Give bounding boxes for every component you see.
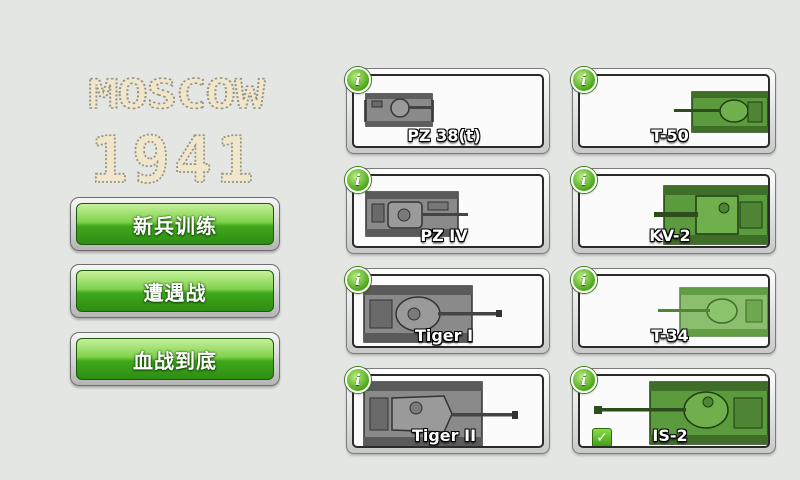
menu-button-survival[interactable]: 血战到底	[70, 332, 280, 386]
is2-tank-icon	[584, 378, 768, 446]
info-icon[interactable]: i	[345, 267, 371, 293]
tank-card-pz4[interactable]: PZ IV	[346, 168, 550, 254]
menu-button-skirmish[interactable]: 遭遇战	[70, 264, 280, 318]
tank-name: PZ IV	[420, 226, 468, 245]
tank-card-tiger2[interactable]: Tiger II	[346, 368, 550, 454]
info-icon[interactable]: i	[571, 367, 597, 393]
info-icon[interactable]: i	[345, 367, 371, 393]
selected-checkbox[interactable]: ✓	[592, 428, 612, 446]
pz38-tank-icon	[358, 78, 542, 146]
info-icon[interactable]: i	[571, 167, 597, 193]
menu-button-label: 新兵训练	[133, 213, 217, 238]
tank-name: Tiger I	[414, 326, 474, 345]
tank-name: KV-2	[649, 226, 691, 245]
pz4-tank-icon	[358, 178, 542, 246]
tank-name: PZ 38(t)	[407, 126, 481, 145]
tank-name: T-34	[651, 326, 689, 345]
tiger2-tank-icon	[358, 378, 542, 446]
tank-card-t34[interactable]: T-34	[572, 268, 776, 354]
info-icon[interactable]: i	[571, 267, 597, 293]
tank-card-t50[interactable]: T-50	[572, 68, 776, 154]
t34-tank-icon	[584, 278, 768, 346]
tank-name: IS-2	[652, 426, 688, 445]
info-icon[interactable]: i	[345, 67, 371, 93]
logo-title: MOSCOW	[88, 72, 266, 118]
menu-button-label: 遭遇战	[143, 280, 207, 305]
tank-card-is2[interactable]: ✓ IS-2	[572, 368, 776, 454]
logo-year: 1941	[90, 124, 258, 188]
tiger1-tank-icon	[358, 278, 542, 346]
tank-card-kv2[interactable]: KV-2	[572, 168, 776, 254]
t50-tank-icon	[584, 78, 768, 146]
tank-card-tiger1[interactable]: Tiger I	[346, 268, 550, 354]
menu-button-training[interactable]: 新兵训练	[70, 197, 280, 251]
tank-card-pz38[interactable]: PZ 38(t)	[346, 68, 550, 154]
info-icon[interactable]: i	[345, 167, 371, 193]
info-icon[interactable]: i	[571, 67, 597, 93]
kv2-tank-icon	[584, 178, 768, 246]
game-logo: MOSCOW 1941	[86, 64, 266, 188]
logo-graphic: MOSCOW 1941	[87, 71, 266, 188]
menu-button-label: 血战到底	[133, 348, 217, 373]
tank-name: Tiger II	[411, 426, 477, 445]
tank-name: T-50	[651, 126, 689, 145]
